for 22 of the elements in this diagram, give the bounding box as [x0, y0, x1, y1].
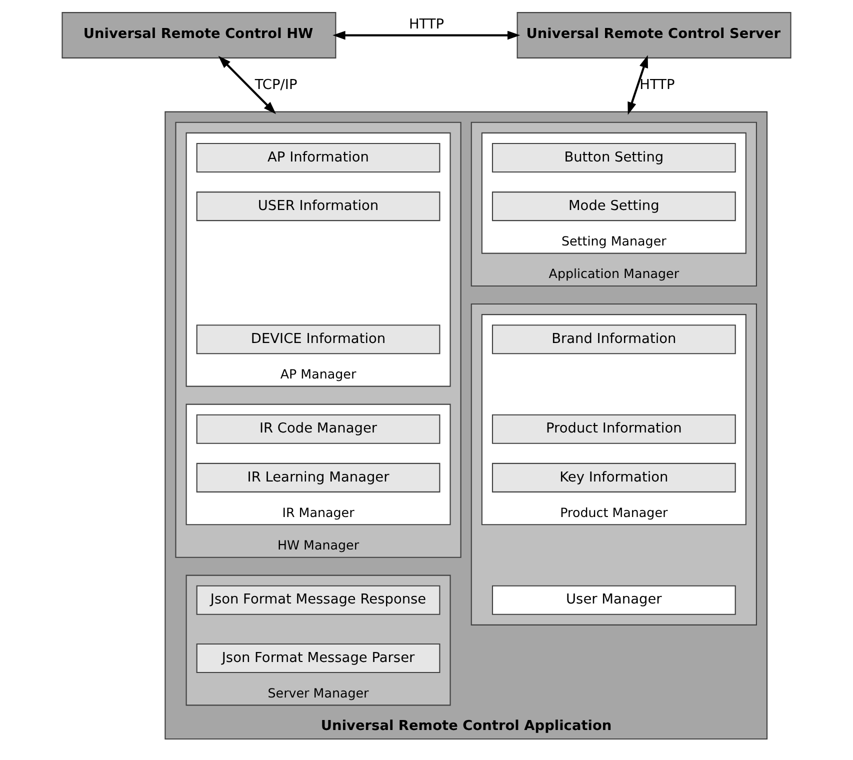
edge-label: HTTP [640, 77, 675, 93]
node-box: Key Information [492, 462, 736, 492]
node-box: Brand Information [492, 324, 736, 354]
node-box: Json Format Message Parser [196, 643, 440, 673]
arrow [628, 55, 648, 115]
node-box: IR Code Manager [196, 414, 440, 444]
node-box: IR Learning Manager [196, 462, 440, 492]
arrow [218, 56, 276, 114]
node-box: Product Information [492, 414, 736, 444]
node-box: USER Information [196, 192, 440, 222]
node-box: Mode Setting [492, 192, 736, 222]
node-box: Json Format Message Response [196, 585, 440, 615]
edge-label: TCP/IP [254, 77, 298, 93]
node-box: User Manager [492, 585, 736, 615]
edge-label: HTTP [408, 16, 444, 32]
node-box: DEVICE Information [196, 324, 440, 354]
node-box: Universal Remote Control HW [62, 12, 336, 58]
node-box: AP Information [196, 142, 440, 173]
arrow [332, 30, 520, 40]
node-box: Universal Remote Control Server [516, 12, 792, 58]
cluster [470, 303, 757, 626]
node-box: Button Setting [492, 142, 736, 173]
